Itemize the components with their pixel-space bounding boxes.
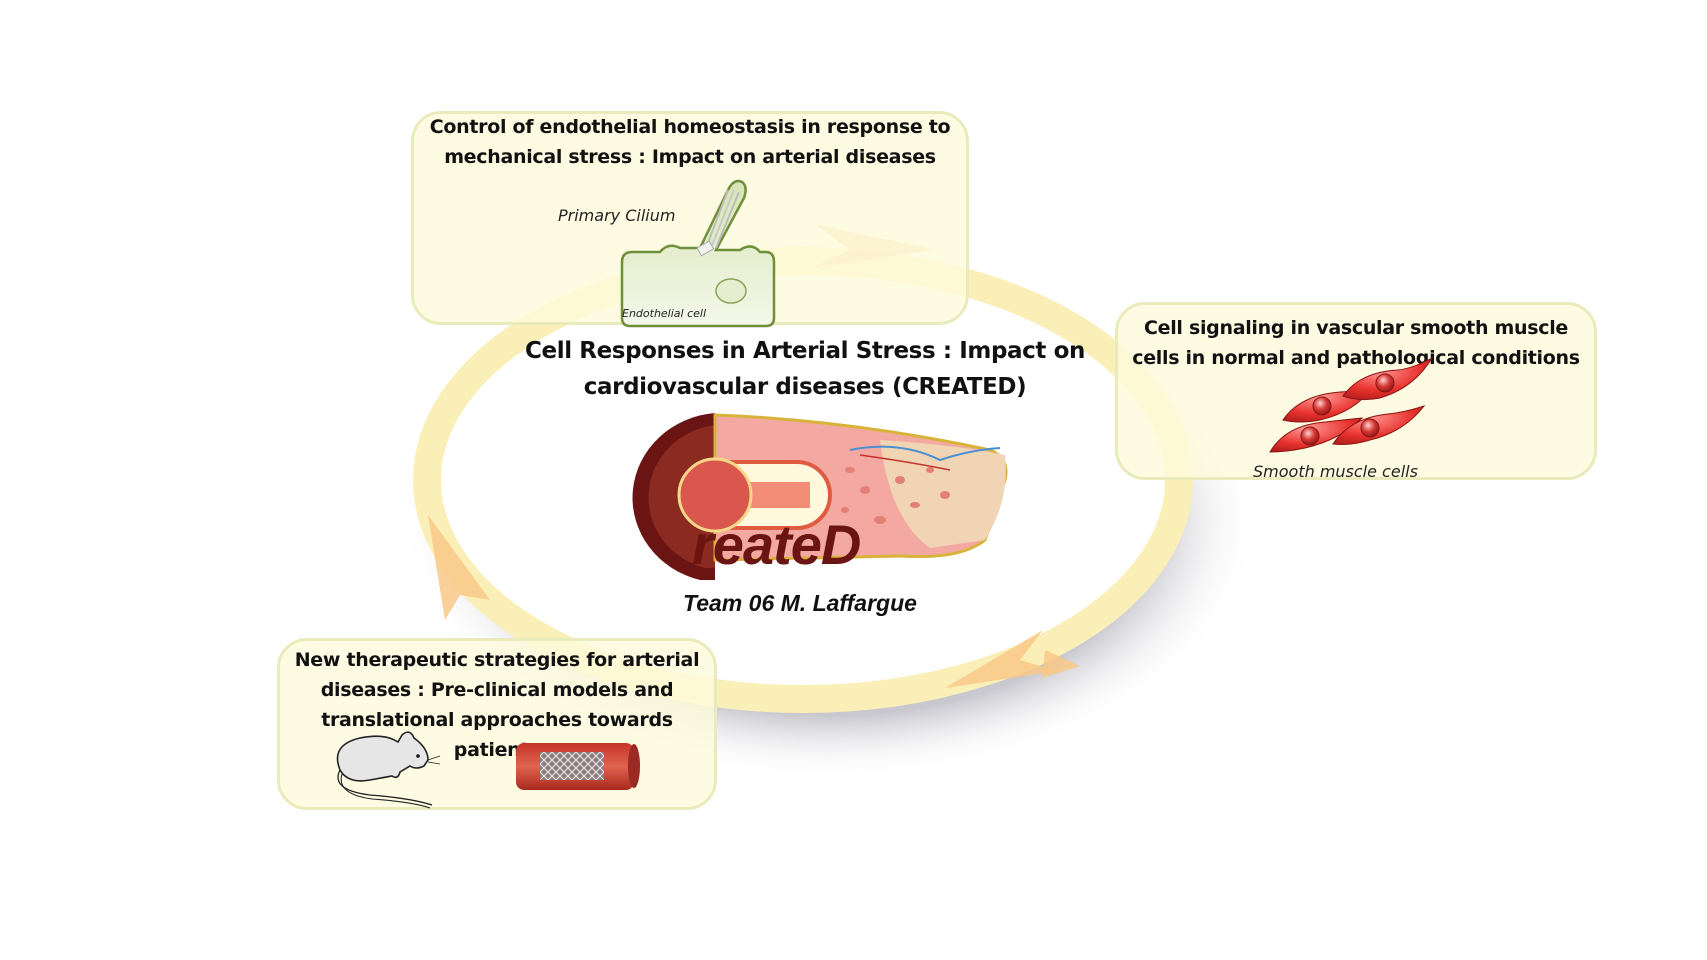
smooth-muscle-cells-label: Smooth muscle cells bbox=[1253, 462, 1418, 481]
smooth-muscle-box-title: Cell signaling in vascular smooth muscle… bbox=[1132, 317, 1580, 369]
center-title: Cell Responses in Arterial Stress : Impa… bbox=[525, 338, 1085, 400]
therapeutic-box-title: New therapeutic strategies for arterial … bbox=[294, 649, 700, 761]
arrow-bottom-right-2 bbox=[945, 630, 1057, 688]
logo-wordmark: reateD bbox=[692, 513, 861, 576]
therapeutic-strategies-box: New therapeutic strategies for arterial … bbox=[277, 638, 717, 810]
endothelial-box-title: Control of endothelial homeostasis in re… bbox=[429, 116, 951, 168]
endothelial-cell-label: Endothelial cell bbox=[622, 307, 707, 320]
primary-cilium-label: Primary Cilium bbox=[558, 206, 676, 225]
smc-cell bbox=[1332, 405, 1426, 445]
smc-cell bbox=[1269, 417, 1364, 453]
smc-cell bbox=[1342, 356, 1434, 401]
arrow-left bbox=[428, 515, 490, 620]
team-label: Team 06 M. Laffargue bbox=[683, 590, 917, 616]
